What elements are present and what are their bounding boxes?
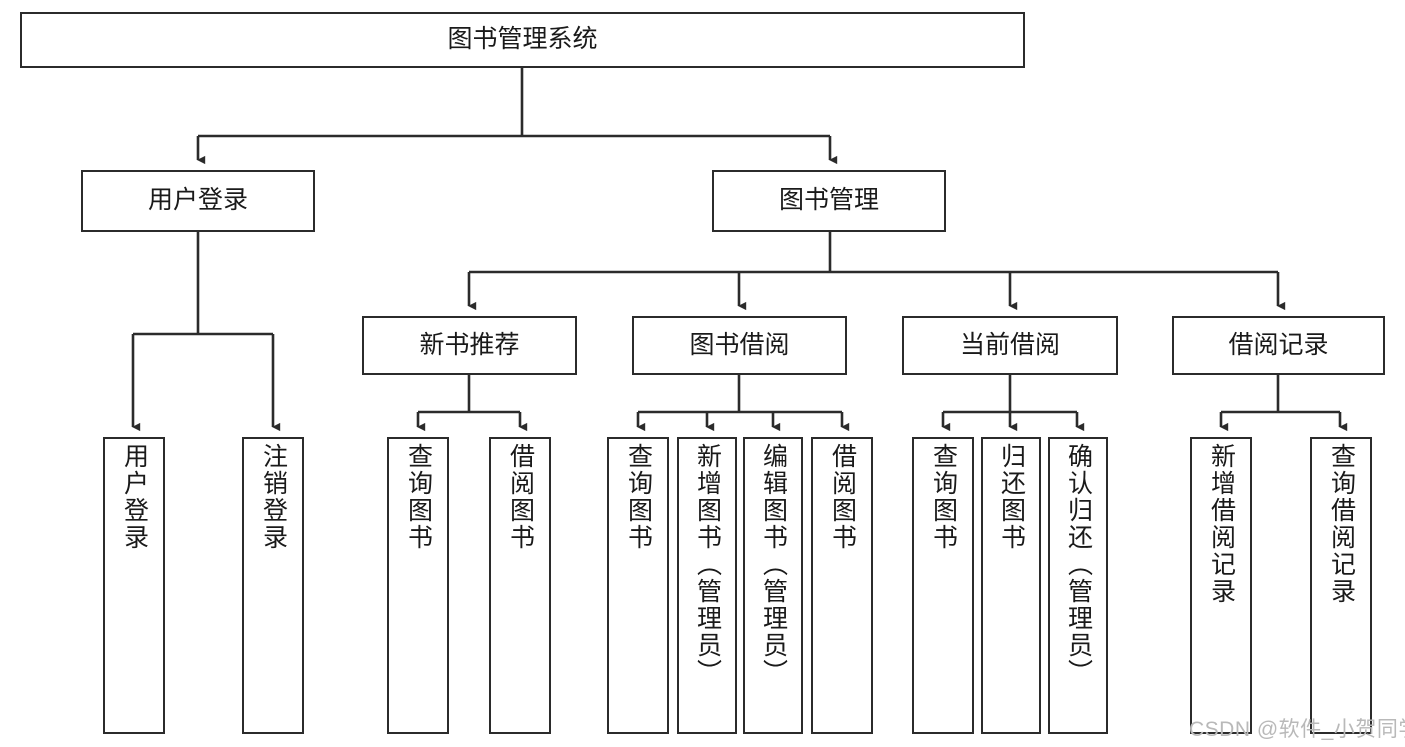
node-label: 用户登录 [120,443,149,551]
node-label: 新增借阅记录 [1207,443,1236,605]
node-label: 借阅图书 [506,443,535,551]
leaf-record-query[interactable]: 查询借阅记录 [1310,437,1372,734]
node-label: 新增图书（管理员） [693,443,722,686]
leaf-borrow-edit-book[interactable]: 编辑图书（管理员） [743,437,803,734]
leaf-record-add[interactable]: 新增借阅记录 [1190,437,1252,734]
watermark: CSDN @软件_小贺同学 [1189,718,1405,741]
node-label: 当前借阅 [959,330,1060,359]
leaf-user-login[interactable]: 用户登录 [103,437,165,734]
leaf-user-logout[interactable]: 注销登录 [242,437,304,734]
node-new-book-recommend[interactable]: 新书推荐 [362,316,577,375]
node-label: 查询图书 [929,443,958,551]
node-label: 图书借阅 [689,330,790,359]
node-label: 新书推荐 [419,330,520,359]
node-label: 查询借阅记录 [1327,443,1356,605]
node-borrow-record[interactable]: 借阅记录 [1172,316,1385,375]
node-book-borrow[interactable]: 图书借阅 [632,316,847,375]
node-label: 确认归还（管理员） [1064,443,1093,686]
node-current-borrow[interactable]: 当前借阅 [902,316,1118,375]
node-label: 编辑图书（管理员） [759,443,788,686]
leaf-current-confirm-return[interactable]: 确认归还（管理员） [1048,437,1108,734]
leaf-borrow-query-book[interactable]: 查询图书 [607,437,669,734]
node-book-management[interactable]: 图书管理 [712,170,946,232]
node-label: 注销登录 [259,443,288,551]
leaf-borrow-add-book[interactable]: 新增图书（管理员） [677,437,737,734]
node-label: 借阅记录 [1228,330,1329,359]
node-root-system[interactable]: 图书管理系统 [20,12,1025,68]
node-label: 用户登录 [147,186,248,215]
node-label: 图书管理系统 [447,25,598,54]
node-user-login[interactable]: 用户登录 [81,170,315,232]
node-label: 借阅图书 [828,443,857,551]
leaf-recommend-borrow-book[interactable]: 借阅图书 [489,437,551,734]
node-label: 归还图书 [997,443,1026,551]
leaf-current-return-book[interactable]: 归还图书 [981,437,1041,734]
leaf-recommend-query-book[interactable]: 查询图书 [387,437,449,734]
node-label: 查询图书 [624,443,653,551]
node-label: 查询图书 [404,443,433,551]
leaf-borrow-borrow-book[interactable]: 借阅图书 [811,437,873,734]
node-label: 图书管理 [778,186,879,215]
leaf-current-query-book[interactable]: 查询图书 [912,437,974,734]
